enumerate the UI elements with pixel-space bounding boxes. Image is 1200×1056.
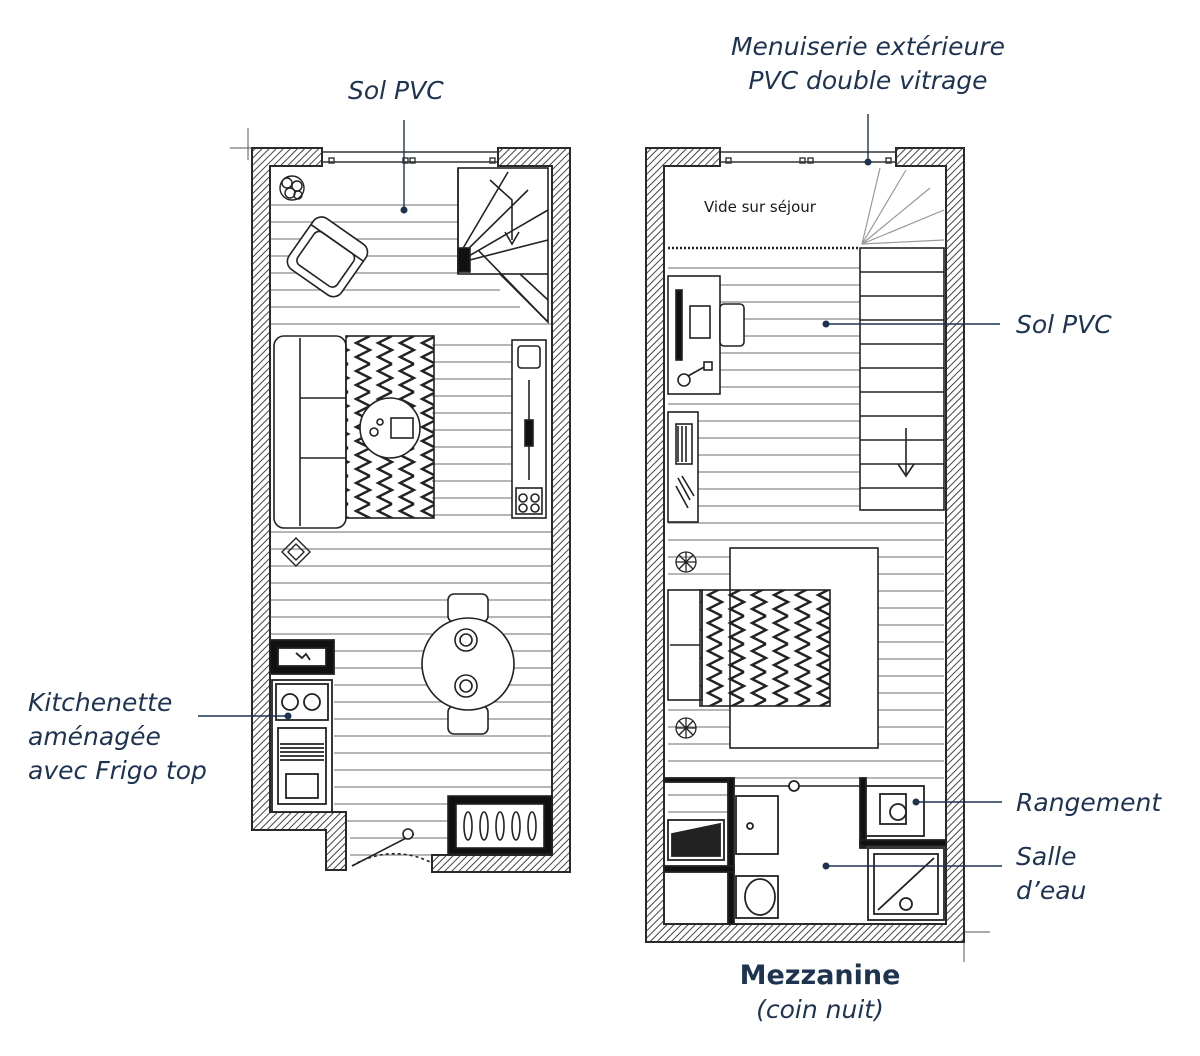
bathroom [663,777,947,925]
label-salle-line2: d’eau [1016,876,1087,905]
label-sol-pvc-right: Sol PVC [1016,310,1112,339]
desk [667,275,745,395]
sofa [273,335,347,529]
armchair [286,216,369,298]
label-menuiserie-line2: PVC double vitrage [748,66,988,95]
floor-lamp [281,537,311,567]
label-sol-pvc-left: Sol PVC [348,76,444,105]
label-rangement: Rangement [1016,788,1162,817]
window-top-left [322,151,498,164]
bedside-lamp-bottom [675,717,697,739]
label-menuiserie: Menuiserie extérieure PVC double vitrage [718,30,1018,98]
bedside-lamp-top [675,551,697,573]
mezzanine-title-sub: (coin nuit) [756,995,884,1024]
mezzanine-walls [645,147,965,943]
label-kitchenette-line3: avec Frigo top [28,756,207,785]
bed [667,547,879,749]
ground-floor-plan [230,128,571,873]
mezzanine-plan [645,147,990,962]
vide-sur-sejour-text: Vide sur séjour [704,198,816,216]
dining-table [421,593,515,735]
void-area [668,167,945,250]
ground-floor-walls [251,147,571,873]
kitchenette [269,639,335,813]
label-salle-line1: Salle [1016,842,1077,871]
staircase-mezzanine [859,247,945,511]
label-kitchenette-line2: aménagée [28,722,161,751]
label-menuiserie-line1: Menuiserie extérieure [730,32,1005,61]
mezzanine-title-main: Mezzanine [739,960,901,991]
mezzanine-floor-boards [668,267,944,813]
mezzanine-title: Mezzanine (coin nuit) [640,958,1000,1026]
storage-cabinet [447,795,553,855]
coffee-table [359,397,421,459]
label-kitchenette: Kitchenette aménagée avec Frigo top [28,686,207,788]
entry-door [351,828,431,867]
label-salle-d-eau: Salle d’eau [1016,840,1086,908]
plant [279,175,305,201]
bookshelf [667,411,699,523]
leader-lines [198,114,1002,870]
counter-right [511,339,547,519]
label-kitchenette-line1: Kitchenette [28,688,173,717]
staircase-ground [457,167,549,324]
